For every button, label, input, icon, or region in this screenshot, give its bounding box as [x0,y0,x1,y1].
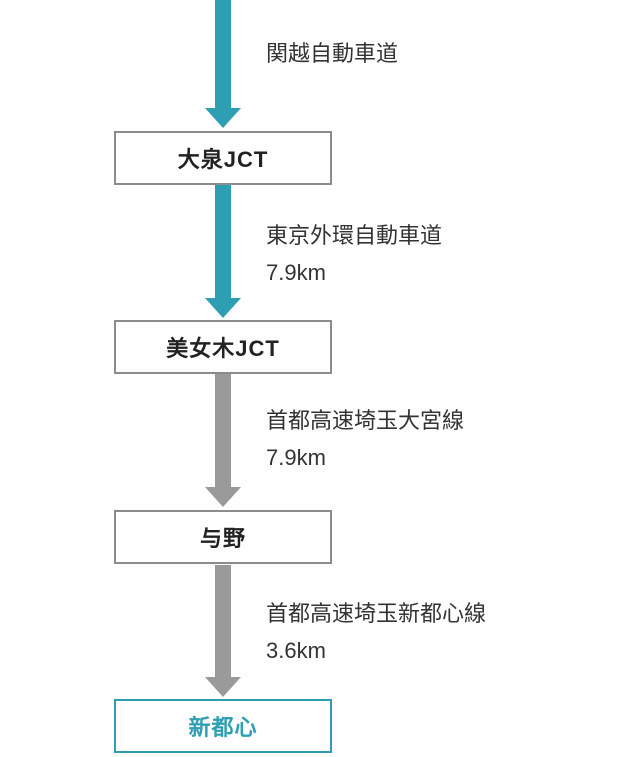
edge-label: 首都高速埼玉新都心線 3.6km [266,595,486,669]
arrow-shaft [215,565,231,677]
road-name: 首都高速埼玉大宮線 [266,408,465,433]
road-name: 首都高速埼玉新都心線 [266,601,487,626]
edge-label: 東京外環自動車道 7.9km [266,217,442,291]
road-distance: 7.9km [266,260,326,285]
node-label: 大泉JCT [177,147,269,172]
node-bijogi-jct: 美女木JCT [114,320,332,374]
node-label: 新都心 [188,715,258,740]
arrow-shaft [215,0,231,108]
arrow-head-icon [205,487,241,507]
edge-label: 関越自動車道 [266,35,398,72]
node-shintoshin: 新都心 [114,699,332,753]
node-oizumi-jct: 大泉JCT [114,131,332,185]
arrow-shaft [215,185,231,298]
arrow-head-icon [205,108,241,128]
arrow-head-icon [205,677,241,697]
arrow-head-icon [205,298,241,318]
node-yono: 与野 [114,510,332,564]
node-label: 美女木JCT [166,336,280,361]
road-distance: 3.6km [266,638,326,663]
road-distance: 7.9km [266,445,326,470]
road-name: 関越自動車道 [266,41,399,66]
node-label: 与野 [199,526,246,551]
road-name: 東京外環自動車道 [266,223,443,248]
arrow-shaft [215,374,231,487]
edge-label: 首都高速埼玉大宮線 7.9km [266,402,464,476]
